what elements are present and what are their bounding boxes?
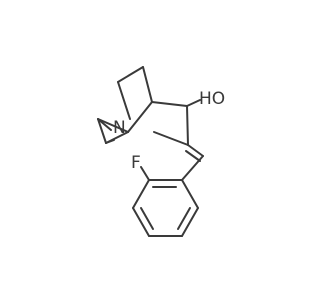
ring-inner-double-2 — [140, 207, 154, 230]
ring-inner-double-3 — [177, 207, 191, 230]
bond-c3-nitrogen — [117, 81, 131, 120]
ring-bond-5 — [181, 207, 199, 237]
hydroxyl-label: HO — [199, 89, 225, 109]
bond-c6-ch-second — [185, 150, 201, 162]
bond-ch-aryl — [181, 155, 204, 181]
benzene-ring — [132, 179, 199, 237]
ring-bond-6 — [181, 179, 199, 209]
bond-c6-nitrogen — [153, 131, 189, 146]
ring-bond-2 — [132, 179, 150, 209]
bond-c5-oxygen — [186, 99, 201, 107]
bond-nitrogen-c9 — [105, 131, 129, 144]
bond-nitrogen-c6 — [127, 101, 153, 133]
structure-canvas: N HO F — [97, 66, 226, 237]
bond-c8-c9 — [97, 118, 107, 144]
bond-c5-c6 — [186, 105, 189, 146]
bond-aryl-fluorine — [140, 166, 150, 181]
ring-bond-3 — [132, 207, 150, 237]
nitrogen-label: N — [113, 118, 126, 138]
bond-c2-c3 — [117, 66, 144, 83]
molecule-diagram: N HO F — [97, 66, 225, 237]
bond-nitrogen-c8-outer — [97, 118, 129, 133]
bond-bridgehead-c2 — [142, 66, 153, 103]
bond-c6-ch — [187, 144, 204, 157]
benzylidene-double-bond — [185, 144, 204, 162]
fluorine-label: F — [131, 153, 141, 173]
bond-bridgehead-c5 — [151, 101, 188, 107]
quinuclidine-cage — [97, 66, 189, 146]
